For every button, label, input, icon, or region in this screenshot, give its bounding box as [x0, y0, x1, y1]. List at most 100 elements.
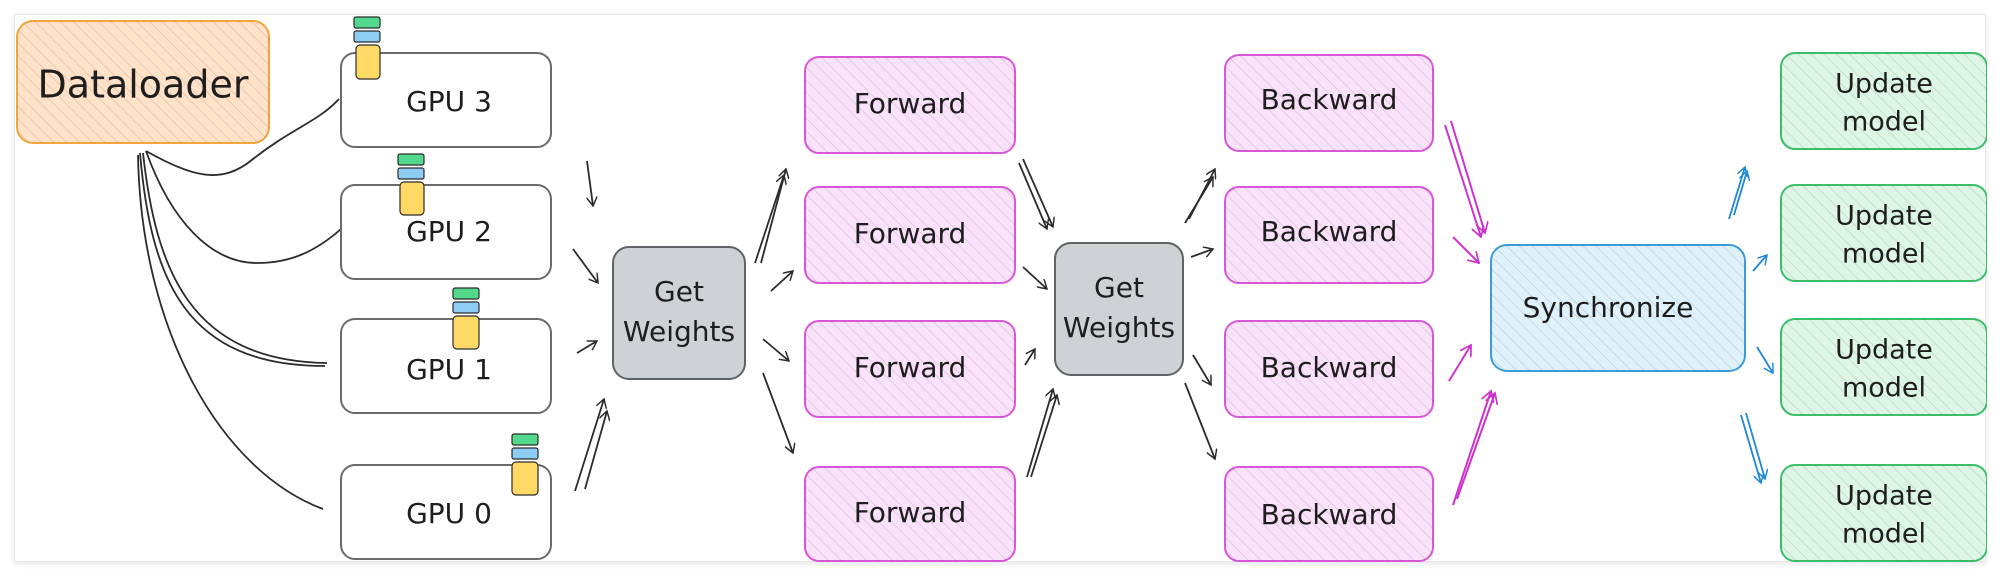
get-weights-box	[612, 246, 746, 380]
arrow	[586, 160, 593, 206]
arrow	[1452, 236, 1479, 263]
gpu-node-2: GPU 2	[340, 184, 552, 280]
arrow	[762, 338, 789, 361]
arrow	[1448, 345, 1471, 382]
backward-node: Backward	[1224, 186, 1434, 284]
gpu-label: GPU 1	[406, 353, 492, 386]
get-weights-line2: Weights	[623, 315, 735, 348]
connector-dataloader-gpu3	[145, 98, 340, 176]
update-model-node: Update model	[1780, 52, 1987, 150]
gpu-node-3: GPU 3	[340, 52, 552, 148]
update-model-line2: model	[1842, 239, 1926, 270]
arrow	[1022, 266, 1047, 289]
diagram-frame: Dataloader GPU 3 GPU 2 GPU 1 GPU 0	[14, 14, 1987, 562]
gpu-box	[340, 184, 552, 280]
update-model-nodes: Update model Update model Update model U…	[1780, 52, 1987, 562]
get-weights-node-2: Get Weights	[1054, 242, 1184, 376]
arrow	[1030, 395, 1057, 478]
gpu-label: GPU 3	[406, 85, 492, 118]
get-weights-line2: Weights	[1063, 311, 1175, 344]
data-chip-gpu0	[511, 433, 539, 496]
update-model-line1: Update	[1835, 481, 1933, 512]
forward-label: Forward	[854, 217, 967, 250]
forward-label: Forward	[854, 496, 967, 529]
gpu-nodes: GPU 3 GPU 2 GPU 1 GPU 0	[340, 52, 552, 560]
synchronize-label: Synchronize	[1523, 291, 1694, 324]
arrow	[1026, 389, 1053, 478]
backward-label: Backward	[1261, 351, 1398, 384]
gpu-box	[340, 318, 552, 414]
arrow	[584, 411, 607, 490]
arrow	[1450, 120, 1485, 233]
gpu-to-getweights-arrows	[572, 160, 607, 492]
forward-to-getweights-arrows	[1018, 158, 1057, 478]
backward-node: Backward	[1224, 466, 1434, 562]
forward-node: Forward	[804, 56, 1016, 154]
arrow	[574, 399, 604, 492]
getweights-to-backward-arrows	[1184, 169, 1215, 459]
connector-dataloader-gpu2	[145, 150, 342, 264]
training-pipeline-diagram: Dataloader GPU 3 GPU 2 GPU 1 GPU 0	[16, 16, 1987, 562]
data-chip-gpu1	[452, 287, 480, 350]
update-model-node: Update model	[1780, 464, 1987, 562]
arrow	[754, 175, 784, 264]
data-chip-gpu3	[353, 16, 381, 80]
arrow	[576, 340, 597, 354]
update-model-line1: Update	[1835, 335, 1933, 366]
arrow	[1022, 158, 1053, 227]
connector-dataloader-gpu0	[137, 154, 324, 510]
get-weights-line1: Get	[1094, 271, 1144, 304]
backward-node: Backward	[1224, 320, 1434, 418]
backward-label: Backward	[1261, 83, 1398, 116]
arrow	[1444, 124, 1481, 237]
get-weights-box	[1054, 242, 1184, 376]
gpu-box	[340, 52, 552, 148]
dataloader-node: Dataloader	[16, 20, 270, 144]
arrow	[1756, 346, 1774, 373]
arrow	[1024, 349, 1036, 366]
gpu-label: GPU 2	[406, 215, 492, 248]
gpu-node-0: GPU 0	[340, 464, 552, 560]
backward-to-sync-arrows	[1444, 120, 1495, 506]
backward-node: Backward	[1224, 54, 1434, 152]
data-chips	[353, 16, 539, 496]
arrow	[1728, 167, 1745, 220]
get-weights-line1: Get	[654, 275, 704, 308]
arrow	[1456, 393, 1495, 500]
update-model-line2: model	[1842, 107, 1926, 138]
sync-to-update-arrows	[1728, 167, 1774, 483]
synchronize-node: Synchronize	[1490, 244, 1746, 372]
backward-label: Backward	[1261, 215, 1398, 248]
arrow	[1752, 255, 1767, 272]
arrow	[1190, 249, 1213, 258]
update-model-node: Update model	[1780, 184, 1987, 282]
forward-nodes: Forward Forward Forward Forward	[804, 56, 1016, 562]
data-chip-gpu2	[397, 153, 425, 216]
dataloader-connectors	[137, 98, 342, 510]
gpu-node-1: GPU 1	[340, 318, 552, 414]
arrow	[770, 271, 793, 292]
arrow	[1192, 354, 1212, 385]
arrow	[1740, 414, 1761, 483]
forward-label: Forward	[854, 351, 967, 384]
forward-node: Forward	[804, 186, 1016, 284]
getweights-to-forward-arrows	[754, 169, 793, 453]
update-model-line1: Update	[1835, 201, 1933, 232]
arrow	[1452, 391, 1491, 506]
arrow	[1184, 382, 1215, 459]
arrow	[762, 372, 793, 453]
backward-label: Backward	[1261, 498, 1398, 531]
forward-label: Forward	[854, 87, 967, 120]
update-model-line2: model	[1842, 519, 1926, 550]
backward-nodes: Backward Backward Backward Backward	[1224, 54, 1434, 562]
arrow	[1745, 412, 1765, 479]
forward-node: Forward	[804, 320, 1016, 418]
get-weights-node-1: Get Weights	[612, 246, 746, 380]
update-model-line2: model	[1842, 373, 1926, 404]
arrow	[1184, 177, 1214, 224]
connector-dataloader-gpu1	[142, 152, 328, 364]
forward-node: Forward	[804, 466, 1016, 562]
update-model-node: Update model	[1780, 318, 1987, 416]
gpu-box	[340, 464, 552, 560]
arrow	[1733, 171, 1747, 216]
